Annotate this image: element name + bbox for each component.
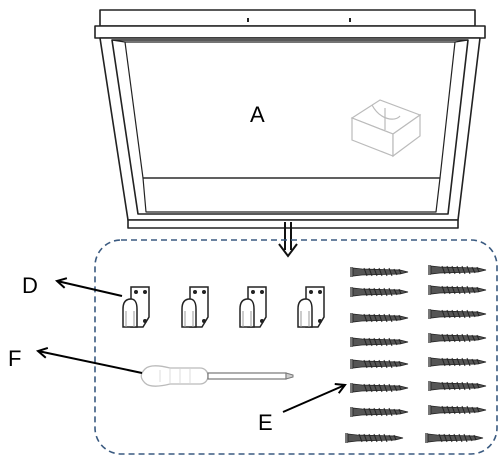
bracket-icon <box>122 286 150 328</box>
arrow-f <box>38 351 143 374</box>
screw-icon <box>349 286 409 298</box>
screw-icon <box>427 404 487 416</box>
screw-icon <box>349 266 409 278</box>
screw-icon <box>349 358 409 370</box>
screw-icon <box>349 336 409 348</box>
bracket-icon <box>297 286 325 328</box>
bracket-icon <box>181 286 209 328</box>
screw-icon <box>427 264 487 276</box>
screw-icon <box>349 312 409 324</box>
label-e: E <box>258 410 273 435</box>
label-f: F <box>8 346 21 371</box>
screwdriver-icon <box>140 365 294 387</box>
cabinet-box <box>94 9 486 229</box>
screw-icon <box>427 380 487 392</box>
arrow-e <box>282 385 345 413</box>
arrow-d <box>57 281 123 297</box>
down-arrow-icon <box>278 222 298 258</box>
screw-icon <box>344 432 404 444</box>
parts-container <box>94 239 498 455</box>
screw-icon <box>427 284 487 296</box>
screw-icon <box>427 332 487 344</box>
bracket-group <box>122 286 325 328</box>
label-d: D <box>22 273 38 298</box>
bracket-icon <box>239 286 267 328</box>
hardware-packet-icon <box>350 99 422 158</box>
screw-icon <box>427 356 487 368</box>
screw-icon <box>349 382 409 394</box>
screw-group <box>344 264 487 444</box>
screw-icon <box>349 406 409 418</box>
screw-icon <box>424 432 484 444</box>
screw-icon <box>427 308 487 320</box>
label-a: A <box>250 102 265 127</box>
